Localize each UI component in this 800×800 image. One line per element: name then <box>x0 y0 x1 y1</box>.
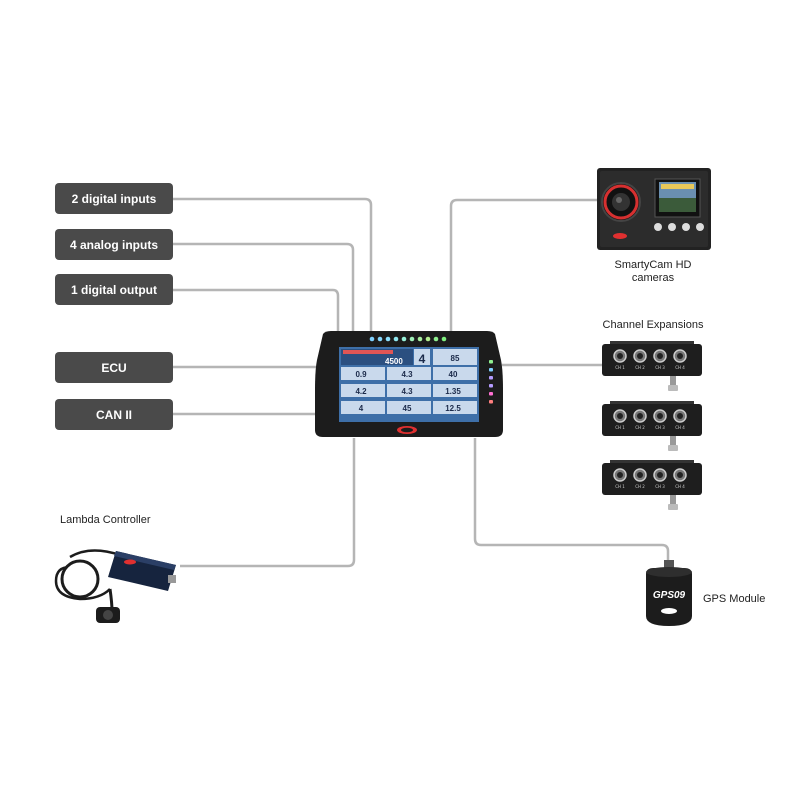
wire-digital-inputs <box>173 197 373 333</box>
input-box-analog-inputs: 4 analog inputs <box>55 229 173 260</box>
channel-expansion-module: CH 1 CH 2 CH 3 CH 4 <box>602 401 702 451</box>
rpm-value: 4500 <box>385 357 403 366</box>
cell-value: 12.5 <box>445 404 461 413</box>
gps-module-device: GPS09 <box>646 560 692 626</box>
channel-expansions-label: Channel Expansions <box>602 319 704 331</box>
smartycam-label: SmartyCam HD cameras <box>598 259 708 285</box>
input-box-digital-output: 1 digital output <box>55 274 173 305</box>
cell-value: 4.3 <box>401 370 413 379</box>
dashboard-display: 4500 4 85 0.9 4.3 40 4.2 4.3 1.35 4 45 1… <box>315 331 503 437</box>
gps-brand-text: GPS09 <box>653 590 686 601</box>
wire-digital-output <box>173 288 340 333</box>
gps-module-label: GPS Module <box>703 593 766 605</box>
input-box-digital-inputs: 2 digital inputs <box>55 183 173 214</box>
channel-label: CH 3 <box>655 365 665 370</box>
wire-gps <box>473 438 670 565</box>
data-cells <box>341 367 477 414</box>
channel-label: CH 1 <box>615 425 625 430</box>
channel-label: CH 3 <box>655 425 665 430</box>
channel-expansion-module: CH 1 CH 2 CH 3 CH 4 <box>602 341 702 391</box>
cell-value: 85 <box>451 354 460 363</box>
input-box-can: CAN II <box>55 399 173 430</box>
channel-expansion-module: CH 1 CH 2 CH 3 CH 4 <box>602 460 702 510</box>
channel-label: CH 4 <box>675 484 685 489</box>
channel-label: CH 4 <box>675 425 685 430</box>
shift-lights <box>369 336 447 342</box>
input-box-ecu: ECU <box>55 352 173 383</box>
cell-value: 0.9 <box>355 370 367 379</box>
side-leds <box>489 360 493 404</box>
cell-value: 4.2 <box>355 387 367 396</box>
channel-label: CH 2 <box>635 365 645 370</box>
channel-label: CH 3 <box>655 484 665 489</box>
smartycam-label-line1: SmartyCam HD <box>614 259 692 271</box>
smartycam-label-line2: cameras <box>631 272 675 284</box>
smartycam-device <box>597 168 711 250</box>
cell-value: 1.35 <box>445 387 461 396</box>
lambda-controller-device <box>54 549 176 623</box>
channel-label: CH 2 <box>635 484 645 489</box>
channel-label: CH 1 <box>615 484 625 489</box>
channel-label: CH 1 <box>615 365 625 370</box>
wire-analog-inputs <box>173 242 355 333</box>
lambda-controller-label: Lambda Controller <box>60 514 151 526</box>
aim-logo <box>397 426 417 434</box>
cell-value: 40 <box>449 370 458 379</box>
wire-smartycam <box>449 198 597 333</box>
cell-value: 45 <box>403 404 412 413</box>
cell-value: 4 <box>359 404 364 413</box>
wire-lambda <box>180 438 356 568</box>
cell-value: 4.3 <box>401 387 413 396</box>
channel-label: CH 2 <box>635 425 645 430</box>
gear-value: 4 <box>419 352 426 366</box>
channel-label: CH 4 <box>675 365 685 370</box>
